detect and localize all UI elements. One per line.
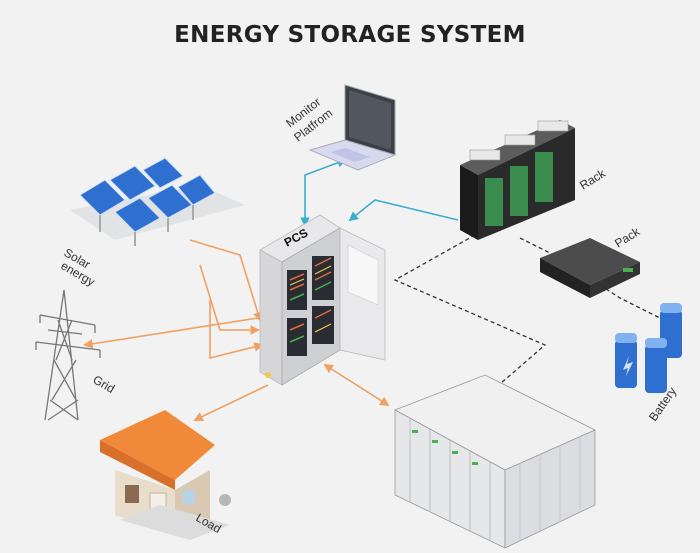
house-icon (100, 410, 231, 540)
dashed-line-pack-to-battery (599, 284, 661, 319)
pack-label: Pack (612, 224, 643, 251)
pcs-cabinet-icon (259, 214, 386, 386)
diagram-title: ENERGY STORAGE SYSTEM (174, 22, 526, 48)
arrow-grid-to-pcs (209, 300, 264, 360)
arrow-solar-to-pcs (189, 239, 263, 322)
battery-icon (615, 303, 682, 393)
blue-connectors (300, 158, 459, 227)
orange-connectors (83, 239, 390, 422)
power-tower-icon (35, 289, 101, 421)
storage-container-icon (394, 374, 596, 549)
arrow-monitor-pcs (300, 158, 347, 227)
solar-panel-icon (70, 157, 245, 246)
laptop-icon (308, 84, 397, 171)
arrow-pcs-container (323, 363, 390, 407)
arrow-solar-to-pcs-2 (199, 264, 260, 335)
arrow-rack-to-pcs (348, 199, 459, 222)
arrow-pcs-to-grid (83, 317, 259, 349)
grid-label: Grid (91, 372, 118, 395)
rack-label: Rack (577, 166, 608, 193)
rack-icon (460, 120, 575, 240)
pack-icon (540, 238, 640, 298)
dashed-line-rack-to-container (393, 234, 547, 411)
arrow-pcs-to-load (193, 384, 269, 422)
